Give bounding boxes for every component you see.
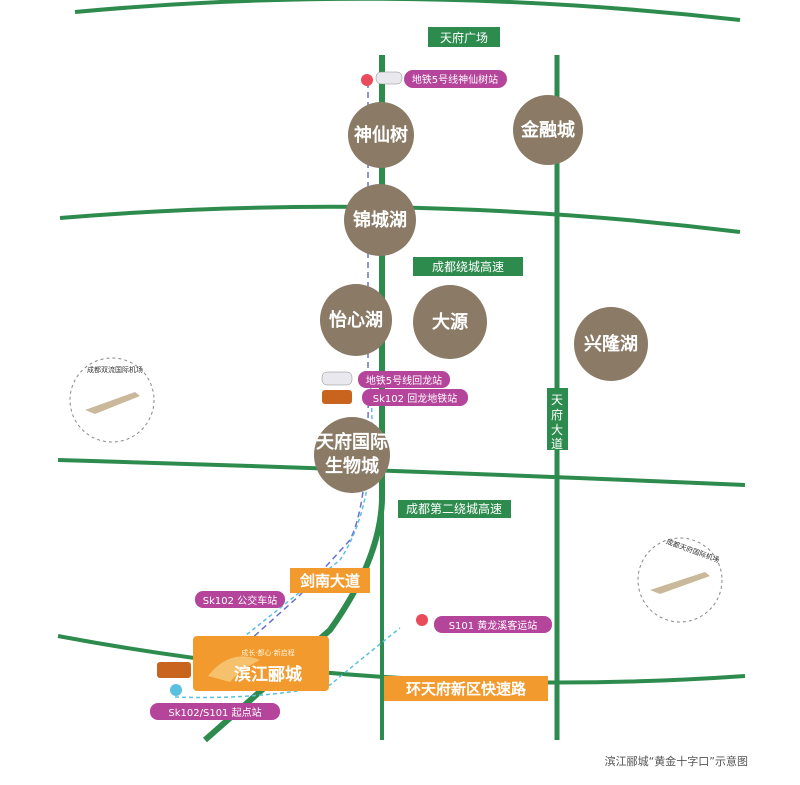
airplane-icon [650,572,710,594]
station-start-label: Sk102/S101 起点站 [168,706,261,719]
label-jiannan-avenue: 剑南大道 [290,568,370,593]
project-name: 滨江郦城 [234,664,302,685]
airplane-icon [85,392,140,414]
project-tagline: 成长·都心·新启程 [241,648,294,657]
station-sk102-bus: Sk102 公交车站 [195,591,285,608]
label-tianfu-avenue-char4: 道 [551,437,563,451]
district-jinchenghu: 锦城湖 [344,184,416,256]
station-s101-label: S101 黄龙溪客运站 [449,619,538,632]
label-tianfu-avenue-char3: 大 [551,423,563,437]
district-xinglonghu-label: 兴隆湖 [584,333,638,355]
station-sk102-huilong-label: Sk102 回龙地铁站 [373,392,457,405]
district-biotown: 天府国际 生物城 [314,417,390,493]
district-shenxianshu: 神仙树 [348,102,414,168]
label-jiannan-avenue-text: 剑南大道 [299,572,360,590]
project-card: 成长·都心·新启程 滨江郦城 [193,636,329,691]
label-ring-expressway: 成都绕城高速 [413,257,523,276]
label-ring-expressway-text: 成都绕城高速 [432,259,504,274]
label-tianfu-avenue-char2: 府 [551,407,563,422]
project-logo-icon [208,656,260,682]
bus-icon [322,390,352,404]
label-tianfu-avenue: 天 府 大 道 [547,388,568,451]
label-second-ring-text: 成都第二绕城高速 [406,501,502,516]
map-pin-icon [361,74,373,86]
station-start: Sk102/S101 起点站 [150,662,280,720]
label-second-ring: 成都第二绕城高速 [398,500,511,518]
label-tianfu-square-text: 天府广场 [440,30,488,45]
station-huilong: 地铁5号线回龙站 Sk102 回龙地铁站 [321,371,468,406]
bus-line-sk102 [239,379,373,641]
airport-shuangliu-label: 成都双流国际机场 [87,365,143,374]
district-shenxianshu-label: 神仙树 [354,124,408,146]
district-yixinhu-label: 怡心湖 [329,309,383,331]
road-second-ring [57,458,746,487]
district-biotown-line1: 天府国际 [316,431,388,453]
district-xinglonghu: 兴隆湖 [574,307,648,381]
district-jinrongcheng-label: 金融城 [520,119,575,141]
airport-shuangliu: 成都双流国际机场 [69,357,155,443]
metro-train-icon [375,71,403,85]
district-dayuan: 大源 [413,285,487,359]
district-yixinhu: 怡心湖 [320,284,392,356]
station-sk102-bus-label: Sk102 公交车站 [203,594,277,607]
map-pin-icon [416,614,428,626]
district-biotown-line2: 生物城 [325,455,379,477]
district-dayuan-label: 大源 [432,311,468,333]
map-pin-icon [170,684,182,696]
map-caption: 滨江郦城“黄金十字口”示意图 [604,755,748,768]
district-jinrongcheng: 金融城 [513,95,583,165]
metro-line-5 [249,82,369,641]
station-shenxianshu-label: 地铁5号线神仙树站 [412,73,498,86]
label-tianfu-avenue-char1: 天 [551,393,563,407]
district-jinchenghu-label: 锦城湖 [353,209,407,231]
label-tianfu-square: 天府广场 [428,27,500,47]
label-ring-tianfu-text: 环天府新区快速路 [406,680,527,698]
station-s101: S101 黄龙溪客运站 [416,614,552,633]
label-ring-tianfu: 环天府新区快速路 [384,676,548,701]
airport-tianfu: 成都天府国际机场 [637,537,723,623]
station-shenxianshu: 地铁5号线神仙树站 [361,70,507,88]
road-top-arc [74,0,741,22]
metro-train-icon [321,371,353,386]
station-huilong-label: 地铁5号线回龙站 [366,374,442,387]
bus-icon [157,662,191,678]
